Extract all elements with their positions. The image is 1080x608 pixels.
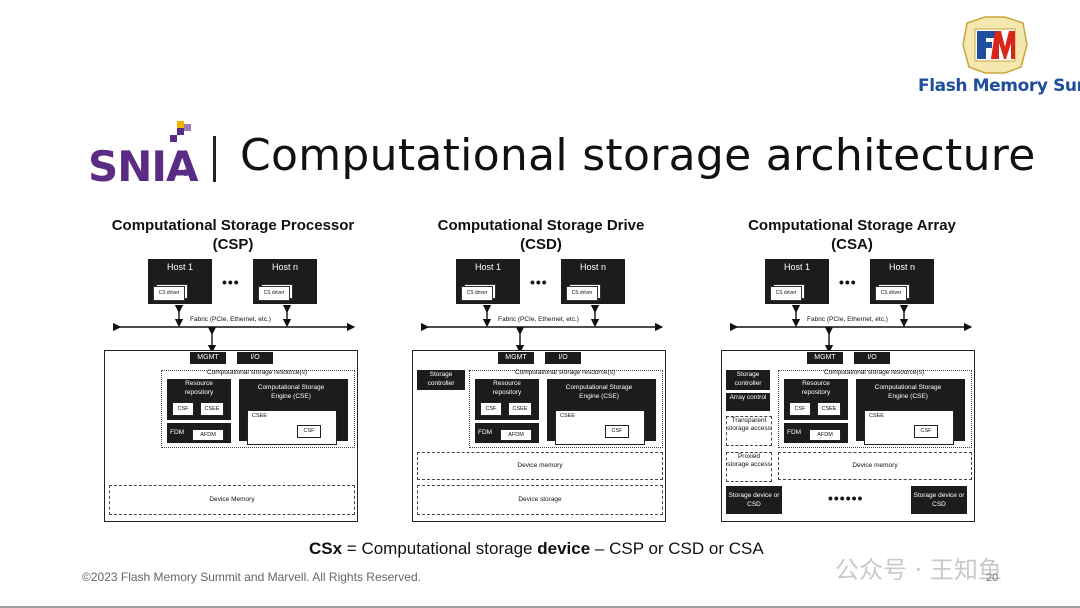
afdm-box: AFDM [192, 429, 224, 441]
legend-text-1: = Computational storage [342, 539, 538, 558]
cse-label: Computational Storage Engine (CSE) [257, 384, 325, 400]
copyright-footer: ©2023 Flash Memory Summit and Marvell. A… [82, 570, 421, 584]
compute-resources-label: Computational storage resource(s) [823, 369, 925, 376]
csee-inner-label: CSEE [869, 413, 884, 419]
title-separator [213, 136, 216, 182]
csee-box: CSEE [508, 402, 532, 416]
host-n-label: Host n [888, 262, 915, 272]
fabric-connectors [420, 304, 664, 353]
csee-inner-label: CSEE [560, 413, 575, 419]
watermark: 公众号 · 王知鱼 [835, 556, 1002, 584]
resource-repository-label: Resource repository [184, 380, 214, 396]
legend-text-2: – CSP or CSD or CSA [590, 539, 764, 558]
fabric-label: Fabric (PCIe, Ethernet, etc.) [805, 316, 890, 323]
io-block: I/O [545, 352, 581, 364]
column-title-line1: Computational Storage Drive [437, 217, 645, 234]
csee-inner-label: CSEE [252, 413, 267, 419]
csf-box: CSF [172, 402, 194, 416]
host-n-cs-driver: CS driver [566, 286, 598, 301]
mgmt-block: MGMT [190, 352, 226, 364]
fdm-label: FDM [787, 429, 802, 436]
fms-logo-text: Flash Memory Summit [918, 76, 1080, 96]
hosts-ellipsis: ••• [839, 274, 857, 290]
device-memory-box: Device Memory [109, 485, 355, 515]
snia-logo-text: SNIA [88, 142, 199, 191]
host-1-cs-driver: CS driver [461, 286, 493, 301]
column-title-line2: (CSA) [831, 236, 873, 253]
cse-csf-box: CSF [914, 425, 938, 438]
afdm-box: AFDM [809, 429, 841, 441]
column-title: Computational Storage Drive (CSD) [391, 216, 691, 254]
host-n-label: Host n [271, 262, 298, 272]
proxied-access-box: Proxied storage access [726, 452, 772, 482]
bottom-rule [0, 606, 1080, 608]
storage-controller-block: Storage controller [726, 370, 770, 390]
fms-logo [962, 16, 1028, 74]
csee-inner: CSEE [864, 410, 954, 445]
column-title: Computational Storage Processor (CSP) [83, 216, 383, 254]
csee-box: CSEE [817, 402, 841, 416]
compute-resources-label: Computational storage resource(s) [206, 369, 308, 376]
hosts-ellipsis: ••• [222, 274, 240, 290]
column-title-line1: Computational Storage Array [748, 217, 956, 234]
host-1-label: Host 1 [474, 262, 501, 272]
host-n-cs-driver: CS driver [875, 286, 907, 301]
fabric-connectors [729, 304, 973, 353]
storage-devices-ellipsis: •••••• [828, 490, 864, 506]
io-block: I/O [237, 352, 273, 364]
host-1-label: Host 1 [783, 262, 810, 272]
snia-registered-mark: ® [182, 168, 189, 178]
legend-term: CSx [309, 539, 343, 558]
afdm-box: AFDM [500, 429, 532, 441]
io-block: I/O [854, 352, 890, 364]
resource-repository-label: Resource repository [801, 380, 831, 396]
device-memory-box: Device memory [778, 452, 972, 480]
device-memory-box: Device memory [417, 452, 663, 480]
device-storage-box: Device storage [417, 485, 663, 515]
column-title-line1: Computational Storage Processor [111, 217, 355, 234]
csf-box: CSF [480, 402, 502, 416]
csf-box: CSF [789, 402, 811, 416]
csee-box: CSEE [200, 402, 224, 416]
column-title: Computational Storage Array (CSA) [702, 216, 1002, 254]
fabric-label: Fabric (PCIe, Ethernet, etc.) [496, 316, 581, 323]
storage-controller-block: Storage controller [417, 370, 465, 390]
column-title-line2: (CSP) [212, 236, 254, 253]
array-control-block: Array control [726, 393, 770, 411]
snia-logo-mark [170, 121, 191, 142]
storage-device-right: Storage device or CSD [911, 486, 967, 514]
csee-inner: CSEE [555, 410, 645, 445]
fabric-connectors [112, 304, 356, 353]
fabric-label: Fabric (PCIe, Ethernet, etc.) [188, 316, 273, 323]
compute-resources-region [778, 370, 972, 448]
mgmt-block: MGMT [807, 352, 843, 364]
cse-csf-box: CSF [605, 425, 629, 438]
hosts-ellipsis: ••• [530, 274, 548, 290]
column-title-line2: (CSD) [520, 236, 562, 253]
cse-csf-box: CSF [297, 425, 321, 438]
page-title: Computational storage architecture [240, 130, 1036, 181]
csx-legend: CSx = Computational storage device – CSP… [309, 539, 764, 559]
mgmt-block: MGMT [498, 352, 534, 364]
compute-resources-region [469, 370, 663, 448]
csee-inner: CSEE [247, 410, 337, 445]
transparent-access-box: Transparent storage access [726, 416, 772, 446]
resource-repository-label: Resource repository [492, 380, 522, 396]
host-n-cs-driver: CS driver [258, 286, 290, 301]
host-n-label: Host n [579, 262, 606, 272]
compute-resources-region [161, 370, 355, 448]
compute-resources-label: Computational storage resource(s) [514, 369, 616, 376]
fdm-label: FDM [478, 429, 493, 436]
host-1-cs-driver: CS driver [153, 286, 185, 301]
cse-label: Computational Storage Engine (CSE) [565, 384, 633, 400]
fdm-label: FDM [170, 429, 185, 436]
cse-label: Computational Storage Engine (CSE) [874, 384, 942, 400]
host-1-cs-driver: CS driver [770, 286, 802, 301]
legend-device: device [537, 539, 591, 558]
page-number: 20 [986, 572, 999, 584]
storage-device-left: Storage device or CSD [726, 486, 782, 514]
host-1-label: Host 1 [166, 262, 193, 272]
